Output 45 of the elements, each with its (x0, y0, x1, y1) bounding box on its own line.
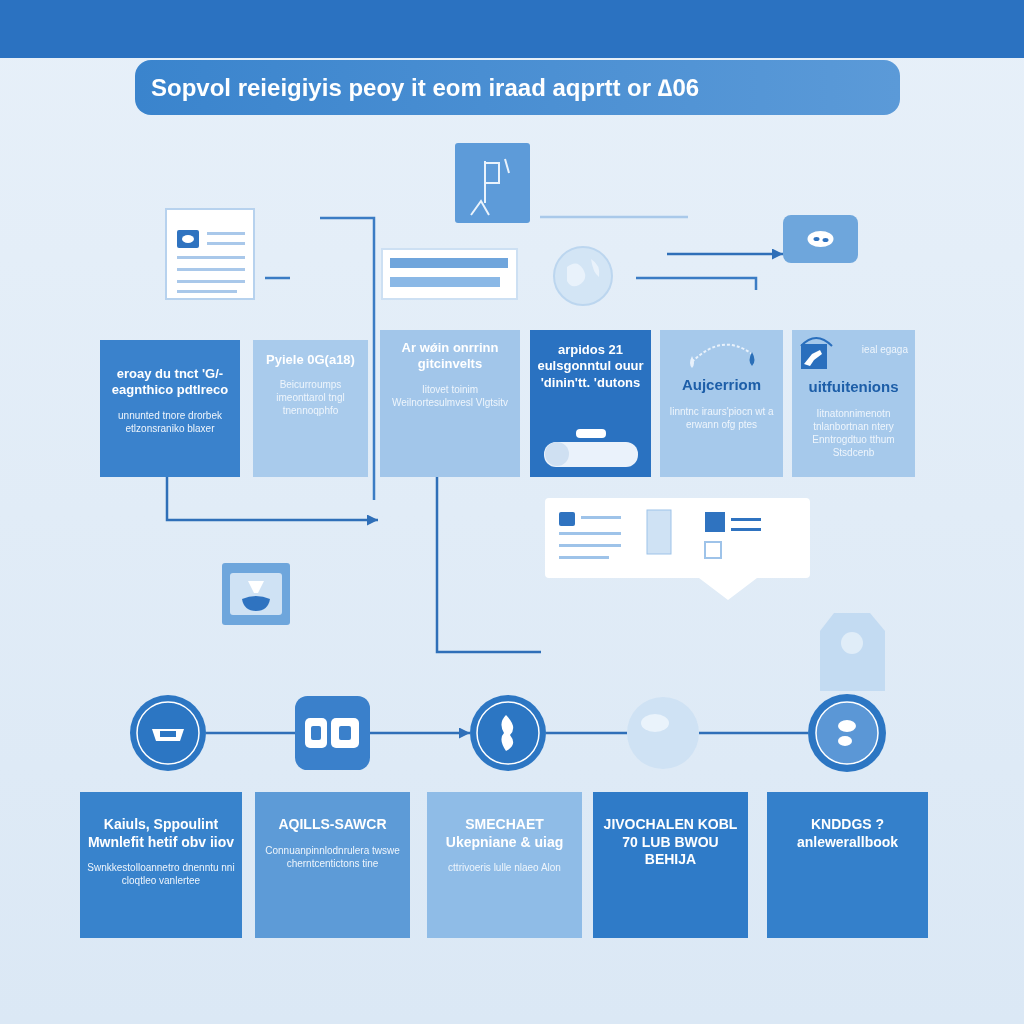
info-card (427, 792, 582, 938)
card-heading: eroay du tnct 'G/-eagnthico pdtlreco (110, 366, 230, 399)
card-heading: JIVOCHALEN KOBL 70 LUB BWOU BEHIJA (602, 816, 739, 869)
info-card (380, 330, 520, 477)
info-card (80, 792, 242, 938)
card-heading: Aujcerriom (681, 376, 762, 395)
card-text: Iinntnc iraurs'piocn wt a erwann ofg ptes (668, 404, 775, 431)
info-card (767, 792, 928, 938)
card-heading: Kaiuls, Sppoulint Mwnlefit hetif obv iiov (87, 816, 235, 851)
card-text: cttrivoeris lulle nlaeo Alon (448, 861, 561, 874)
connector-line (699, 731, 808, 735)
info-card (593, 792, 748, 938)
tile-icon (295, 696, 370, 770)
card-text: Iitnatonnimenotn tnlanbortnan ntery Enntrogdtuo tthum Stsdcenb (811, 406, 896, 459)
connector-line (546, 731, 627, 735)
arrow (667, 248, 783, 260)
circle-icon (130, 695, 206, 771)
card-heading: SMECHAET Ukepniane & uiag (444, 816, 565, 851)
card-heading: Pyiele 0G(a18) (266, 352, 355, 369)
arrow (370, 727, 470, 739)
tile-icon (783, 215, 858, 263)
card-text: Iitovet toinim Weilnortesulmvesl Vlgtsitv (391, 382, 509, 409)
connector-line (206, 731, 295, 735)
card-heading: AQILLS-SAWCR (278, 816, 387, 834)
info-card (530, 330, 651, 477)
card-text: Beicurroumps imeonttarol tngl tnennoqphfo (275, 378, 346, 418)
card-heading: Ar wǿin onrrinn gitcinvelts (400, 340, 500, 373)
arrow (165, 477, 378, 526)
info-card (660, 330, 783, 477)
info-card (100, 340, 240, 477)
card-text: unnunted tnore drorbek etlzonsraniko blaxer (117, 408, 223, 435)
info-card (255, 792, 410, 938)
info-card (253, 340, 368, 477)
card-heading: KNDDGS ? anlewerallbook (795, 816, 900, 851)
card-heading: uitfuitenions (808, 378, 899, 397)
card-text: Connuanpinnlodnrulera twswe cherntcentictons tine (264, 843, 401, 870)
sphere-icon (627, 697, 699, 769)
info-card (792, 330, 915, 477)
title-banner: Sopvol reieigiyis peoy it eom iraad aqprtt or ∆06 (135, 60, 900, 116)
circle-icon (470, 695, 546, 771)
card-caption: ieal egaga (861, 344, 908, 356)
connector-line (435, 477, 541, 654)
card-heading: arpidos 21 eulsgonntul ouur 'dinin'tt. 'dutons (537, 342, 644, 391)
card-text: Swnkkestolloannetro dnenntu nni cloqtleo vanlertee (87, 861, 235, 887)
circle-icon (808, 694, 886, 772)
